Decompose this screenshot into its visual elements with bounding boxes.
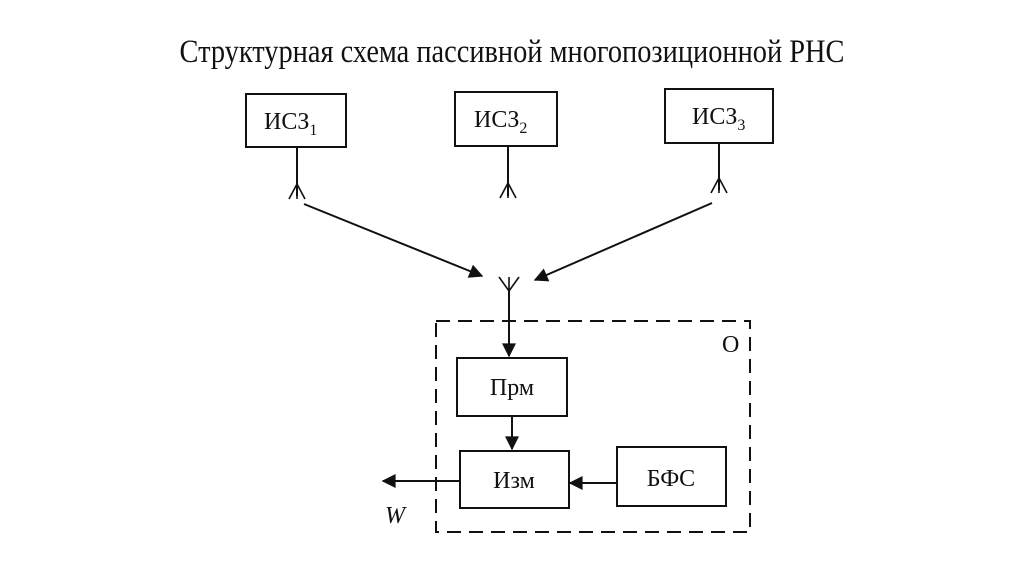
satellite-3-label: ИСЗ3 [692, 104, 745, 134]
satellite-1: ИСЗ1 [245, 93, 347, 200]
satellite-1-antenna-icon [288, 182, 306, 200]
receiver-label: Прм [490, 375, 534, 401]
slide-title: Структурная схема пассивной многопозицио… [179, 34, 845, 70]
satellite-3-antenna-icon [710, 176, 728, 194]
signal-former-label: БФС [647, 466, 695, 492]
satellite-3: ИСЗ3 [664, 88, 774, 194]
object-label: О [722, 332, 739, 358]
satellite-2-box [454, 91, 558, 147]
output-label: W [385, 503, 407, 529]
satellite-2-label: ИСЗ2 [474, 107, 527, 137]
object-boundary [435, 320, 751, 533]
satellite-2: ИСЗ2 [454, 91, 558, 199]
signal-arrow-1 [303, 203, 484, 278]
signal-arrow-3 [533, 202, 713, 282]
satellite-1-label: ИСЗ1 [264, 109, 317, 139]
satellite-2-antenna-icon [499, 181, 517, 199]
receiver-antenna-icon [498, 276, 520, 293]
meter-label: Изм [493, 468, 535, 494]
signal-former-block [616, 446, 727, 507]
